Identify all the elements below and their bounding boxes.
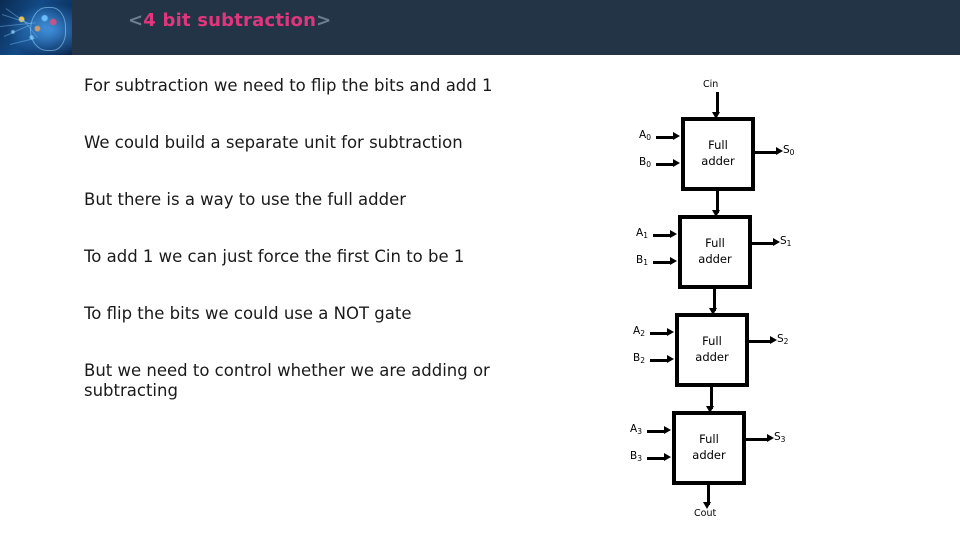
input-b3-label: B3: [630, 450, 642, 463]
carry-in-label: Cin: [703, 79, 719, 90]
body-paragraph-1: For subtraction we need to flip the bits…: [84, 76, 493, 95]
input-b2-arrow-icon: [667, 355, 674, 363]
title-open-bracket: <: [128, 10, 144, 31]
sum-s0-arrow-icon: [776, 147, 783, 155]
carry-in-arrow-icon: [712, 112, 720, 119]
sum-s0-wire: [755, 151, 777, 154]
sum-s3-wire: [746, 438, 768, 441]
body-paragraph-4: To add 1 we can just force the first Cin…: [84, 247, 465, 266]
title-close-bracket: >: [316, 10, 332, 31]
full-adder-label-line1: Full: [705, 236, 725, 251]
full-adder-block-0: Full adder: [681, 117, 755, 191]
sum-s3-arrow-icon: [767, 434, 774, 442]
input-a1-arrow-icon: [670, 230, 677, 238]
input-b2-label: B2: [633, 352, 645, 365]
input-b1-arrow-icon: [670, 257, 677, 265]
ai-brain-head-logo: [0, 0, 72, 55]
slide-header: <4 bit subtraction>: [0, 0, 960, 55]
input-b3-wire: [647, 457, 665, 460]
carry-out-arrow-icon: [703, 502, 711, 509]
body-paragraph-2: We could build a separate unit for subtr…: [84, 133, 463, 152]
sum-s1-label: S1: [780, 235, 792, 248]
full-adder-label-line2: adder: [698, 252, 732, 266]
carry-wire-0-to-1: [716, 191, 719, 213]
input-a2-arrow-icon: [667, 328, 674, 336]
carry-wire-1-to-2: [713, 289, 716, 311]
page-title: <4 bit subtraction>: [128, 10, 331, 31]
carry-arrow-1-to-2-icon: [709, 308, 717, 315]
full-adder-label-line2: adder: [692, 448, 726, 462]
full-adder-block-1: Full adder: [678, 215, 752, 289]
full-adder-label-line1: Full: [702, 334, 722, 349]
carry-arrow-2-to-3-icon: [706, 406, 714, 413]
full-adder-label-line1: Full: [699, 432, 719, 447]
carry-in-wire: [716, 92, 719, 114]
input-a0-arrow-icon: [673, 132, 680, 140]
input-a3-wire: [647, 430, 665, 433]
input-a2-label: A2: [633, 325, 645, 338]
full-adder-label-line2: adder: [695, 350, 729, 364]
input-b2-wire: [650, 359, 668, 362]
sum-s1-wire: [752, 242, 774, 245]
sum-s2-label: S2: [777, 333, 789, 346]
full-adder-block-2: Full adder: [675, 313, 749, 387]
input-a1-label: A1: [636, 227, 648, 240]
carry-arrow-0-to-1-icon: [712, 210, 720, 217]
input-b0-wire: [656, 163, 674, 166]
body-paragraph-5: To flip the bits we could use a NOT gate: [84, 304, 412, 323]
input-a0-wire: [656, 136, 674, 139]
full-adder-label-line1: Full: [708, 138, 728, 153]
carry-out-label: Cout: [694, 508, 717, 519]
input-a0-label: A0: [639, 129, 651, 142]
sum-s1-arrow-icon: [773, 238, 780, 246]
title-text: 4 bit subtraction: [143, 10, 317, 31]
four-bit-ripple-carry-adder-diagram: Cin Full adder A0 B0 S0 Full adder A1 B1…: [600, 58, 960, 540]
input-b3-arrow-icon: [664, 453, 671, 461]
input-a2-wire: [650, 332, 668, 335]
body-paragraph-3: But there is a way to use the full adder: [84, 190, 407, 209]
sum-s0-label: S0: [783, 144, 795, 157]
sum-s2-wire: [749, 340, 771, 343]
carry-wire-2-to-3: [710, 387, 713, 409]
input-a3-arrow-icon: [664, 426, 671, 434]
carry-out-wire: [707, 485, 710, 505]
input-b1-wire: [653, 261, 671, 264]
input-b0-arrow-icon: [673, 159, 680, 167]
sum-s2-arrow-icon: [770, 336, 777, 344]
input-b1-label: B1: [636, 254, 648, 267]
input-b0-label: B0: [639, 156, 651, 169]
input-a3-label: A3: [630, 423, 642, 436]
full-adder-block-3: Full adder: [672, 411, 746, 485]
input-a1-wire: [653, 234, 671, 237]
sum-s3-label: S3: [774, 431, 786, 444]
full-adder-label-line2: adder: [701, 154, 735, 168]
body-paragraph-6: But we need to control whether we are ad…: [84, 361, 490, 401]
